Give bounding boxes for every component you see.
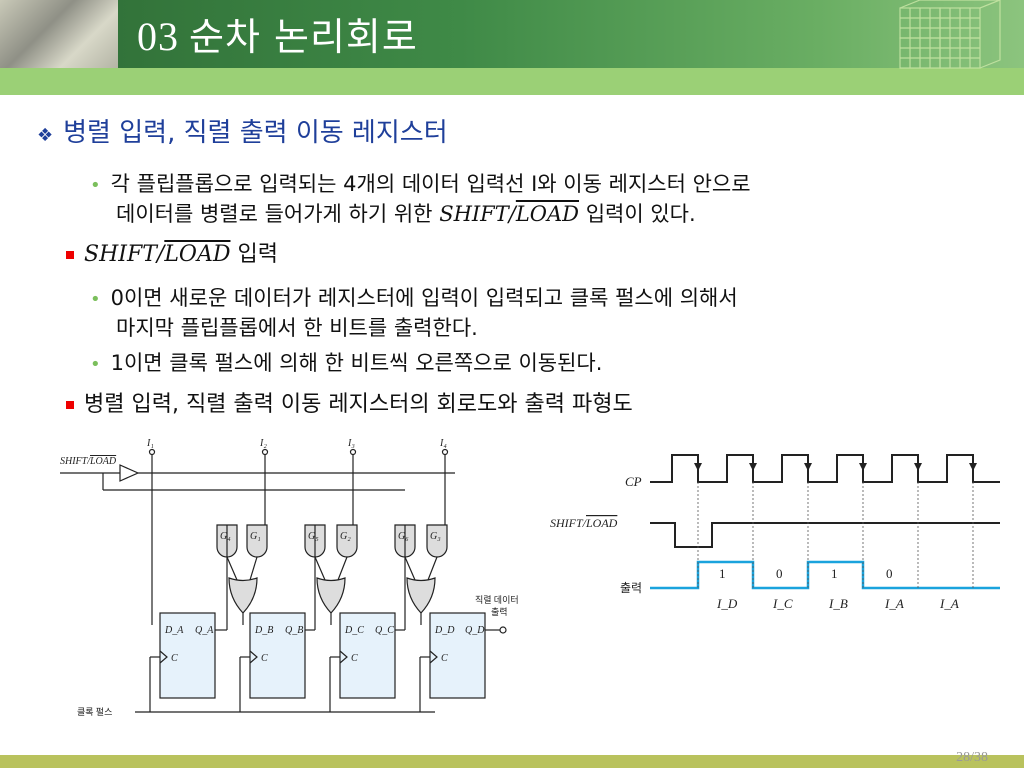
bullet-para-3: •1이면 클록 펄스에 의해 한 비트씩 오른쪽으로 이동된다. bbox=[90, 351, 603, 375]
gate-label: G₂ bbox=[340, 531, 351, 542]
register-circuit-diagram: SHIFT/LOAD I₁ I₂ I₃ I₄ G₄ G₁ G₅ G₂ G₆ G₃… bbox=[60, 438, 519, 717]
section-number: 03 bbox=[137, 14, 179, 59]
main-heading: ❖ 병렬 입력, 직렬 출력 이동 레지스터 bbox=[37, 112, 448, 149]
red-square-icon bbox=[66, 401, 74, 409]
section-title: 순차 논리회로 bbox=[189, 15, 418, 59]
title-bar bbox=[0, 0, 1024, 68]
diamond-cluster-icon: ❖ bbox=[37, 125, 54, 146]
bit-name-label: I_A bbox=[939, 596, 959, 611]
green-dot-icon: • bbox=[90, 289, 101, 310]
bit-label: 0 bbox=[886, 566, 893, 581]
bullet-para-2-line-2: 마지막 플립플롭에서 한 비트를 출력한다. bbox=[116, 316, 478, 340]
clock-input-label: C bbox=[171, 653, 178, 664]
bullet-para-1-line-2: 데이터를 병렬로 들어가게 하기 위한 SHIFT/LOAD 입력이 있다. bbox=[116, 202, 696, 226]
output-waveform-diagram: CP SHIFT/LOAD 1 0 1 0 I_D I_C I_B I_A I_… bbox=[550, 454, 1000, 611]
ff-d-label: D_C bbox=[344, 625, 364, 636]
page-number: 28/38 bbox=[956, 750, 988, 765]
bit-label: 1 bbox=[831, 566, 838, 581]
ff-q-label: Q_C bbox=[375, 625, 394, 636]
ff-d-label: D_B bbox=[254, 625, 273, 636]
input-label-1: I₁ bbox=[146, 438, 154, 449]
red-square-icon bbox=[66, 251, 74, 259]
clock-input-label: C bbox=[351, 653, 358, 664]
shift-load-wave-label: SHIFT/LOAD bbox=[550, 516, 618, 530]
section-circuit-caption: 병렬 입력, 직렬 출력 이동 레지스터의 회로도와 출력 파형도 bbox=[66, 386, 633, 418]
serial-output-label-2: 출력 bbox=[491, 606, 508, 617]
gate-label: G₃ bbox=[430, 531, 441, 542]
gate-label: G₁ bbox=[250, 531, 261, 542]
bit-label: 0 bbox=[776, 566, 783, 581]
ff-d-label: D_D bbox=[434, 625, 455, 636]
bit-name-label: I_B bbox=[828, 596, 848, 611]
cube-decoration bbox=[899, 0, 1001, 69]
footer-bar bbox=[0, 755, 1024, 768]
green-dot-icon: • bbox=[90, 175, 101, 196]
output-label: 출력 bbox=[620, 581, 642, 595]
header-stripe bbox=[0, 68, 1024, 95]
heading-text: 병렬 입력, 직렬 출력 이동 레지스터 bbox=[63, 118, 448, 148]
shift-load-label: SHIFT/LOAD bbox=[60, 456, 117, 467]
gate-label: G₅ bbox=[308, 531, 319, 542]
input-label-4: I₄ bbox=[439, 438, 447, 449]
cp-label: CP bbox=[625, 474, 642, 489]
gate-label: G₄ bbox=[220, 531, 231, 542]
ff-q-label: Q_D bbox=[465, 625, 485, 636]
bit-name-label: I_A bbox=[884, 596, 904, 611]
ff-q-label: Q_B bbox=[285, 625, 303, 636]
gate-label: G₆ bbox=[398, 531, 409, 542]
clock-input-label: C bbox=[441, 653, 448, 664]
clock-input-label: C bbox=[261, 653, 268, 664]
input-label-2: I₂ bbox=[259, 438, 267, 449]
clock-pulse-label: 클록 펄스 bbox=[77, 706, 112, 717]
bullet-para-2-line-1: •0이면 새로운 데이터가 레지스터에 입력이 입력되고 클록 펄스에 의해서 bbox=[90, 286, 738, 310]
serial-output-label-1: 직렬 데이터 bbox=[475, 595, 519, 605]
green-dot-icon: • bbox=[90, 354, 101, 375]
ff-d-label: D_A bbox=[164, 625, 184, 636]
bit-name-label: I_C bbox=[772, 596, 793, 611]
bit-label: 1 bbox=[719, 566, 726, 581]
input-label-3: I₃ bbox=[347, 438, 355, 449]
bit-name-label: I_D bbox=[716, 596, 738, 611]
section-shift-load: SHIFT/LOAD 입력 bbox=[66, 236, 278, 268]
bullet-para-1-line-1: •각 플립플롭으로 입력되는 4개의 데이터 입력선 I와 이동 레지스터 안으… bbox=[90, 172, 751, 196]
ff-q-label: Q_A bbox=[195, 625, 214, 636]
